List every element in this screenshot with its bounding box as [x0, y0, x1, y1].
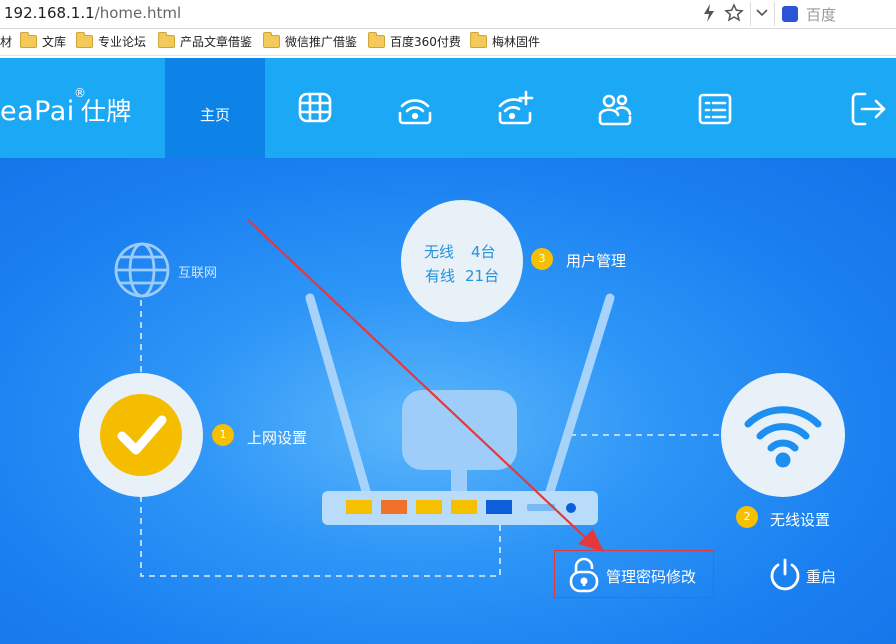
- bookmark-item[interactable]: 梅林固件: [470, 32, 540, 50]
- users-icon[interactable]: [595, 89, 635, 129]
- tab-home-label: 主页: [199, 106, 230, 124]
- wifi-icon: [742, 398, 824, 470]
- globe-icon: [113, 241, 171, 299]
- user-management-link[interactable]: 用户管理: [566, 252, 627, 270]
- bookmark-item[interactable]: 微信推广借鉴: [263, 32, 357, 50]
- url-host: 192.168.1.1: [4, 4, 95, 22]
- step-1-badge: 1: [212, 424, 234, 446]
- network-grid-icon[interactable]: [295, 89, 335, 129]
- power-icon[interactable]: [768, 558, 802, 592]
- app-header: [0, 58, 896, 158]
- folder-icon: [470, 32, 487, 48]
- annotation-arrow: [247, 219, 591, 543]
- device-count-circle[interactable]: [401, 200, 523, 322]
- step-2-badge: 2: [736, 506, 758, 528]
- bookmark-item[interactable]: 材: [0, 35, 13, 49]
- admin-password-link[interactable]: 管理密码修改: [606, 568, 697, 586]
- bookmark-item[interactable]: 百度360付费: [368, 32, 461, 50]
- lock-icon[interactable]: [568, 557, 600, 593]
- tab-home[interactable]: [165, 58, 265, 158]
- step-3-badge: 3: [531, 248, 553, 270]
- search-input[interactable]: 百度: [806, 6, 837, 24]
- brand-registered-mark: ®: [74, 86, 86, 100]
- wireless-setup-link[interactable]: 无线设置: [770, 511, 831, 529]
- restart-link[interactable]: 重启: [806, 568, 837, 586]
- internet-label: 互联网: [178, 266, 218, 281]
- logout-icon[interactable]: [848, 89, 888, 129]
- folder-icon: [368, 32, 385, 48]
- annotation-highlight-box: [554, 550, 714, 598]
- wifi-router-icon[interactable]: [395, 89, 435, 129]
- topology-diagram: [140, 219, 722, 577]
- wifi-add-icon[interactable]: [495, 89, 535, 129]
- star-icon[interactable]: [724, 3, 744, 27]
- internet-setup-link[interactable]: 上网设置: [247, 429, 308, 447]
- bookmark-item[interactable]: 文库: [20, 32, 66, 50]
- baidu-logo-icon: [782, 6, 798, 22]
- folder-icon: [158, 32, 175, 48]
- browser-address-bar: 192.168.1.1/home.html 百度: [0, 0, 896, 29]
- router-body: [402, 390, 517, 470]
- check-icon: [100, 394, 182, 476]
- folder-icon: [20, 32, 37, 48]
- list-settings-icon[interactable]: [695, 89, 735, 129]
- router-antennas: [305, 293, 615, 503]
- lightning-icon[interactable]: [702, 3, 716, 27]
- folder-icon: [263, 32, 280, 48]
- bookmark-item[interactable]: 专业论坛: [76, 32, 146, 50]
- url-field[interactable]: 192.168.1.1/home.html: [4, 4, 181, 22]
- chevron-down-icon[interactable]: [754, 3, 770, 27]
- bookmarks-bar: 材 文库 专业论坛 产品文章借鉴 微信推广借鉴 百度360付费 梅林固件: [0, 29, 896, 56]
- bookmark-item[interactable]: 产品文章借鉴: [158, 32, 252, 50]
- folder-icon: [76, 32, 93, 48]
- url-path: /home.html: [94, 4, 182, 22]
- wireless-setup-circle[interactable]: [721, 373, 845, 497]
